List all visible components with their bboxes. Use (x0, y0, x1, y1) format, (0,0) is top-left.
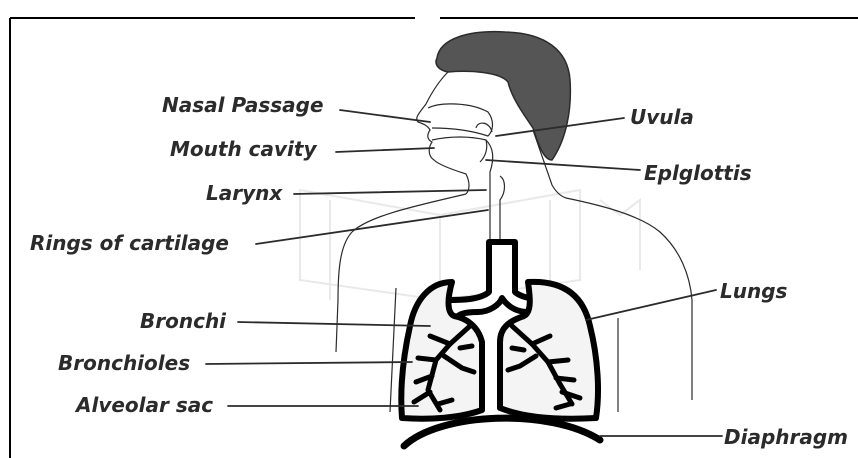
leader-epiglottis (486, 160, 640, 170)
label-larynx: Larynx (206, 181, 283, 205)
leader-nasal-passage (340, 110, 430, 122)
leader-mouth-cavity (336, 148, 434, 152)
leader-bronchi (238, 322, 430, 326)
label-epiglottis: Eplglottis (644, 161, 752, 185)
mouth-cavity (432, 137, 487, 162)
nasal-cavity (428, 104, 493, 136)
leader-bronchioles (206, 362, 412, 364)
leader-lungs (586, 290, 716, 320)
label-rings-of-cartilage: Rings of cartilage (30, 231, 229, 255)
throat (486, 140, 505, 240)
left-body-side (390, 288, 396, 412)
hair (436, 32, 570, 160)
leader-rings-of-cartilage (256, 210, 488, 244)
label-bronchi: Bronchi (140, 309, 227, 333)
face-profile (417, 72, 469, 194)
label-mouth-cavity: Mouth cavity (170, 137, 317, 161)
label-nasal-passage: Nasal Passage (162, 93, 324, 117)
watermark (300, 190, 640, 300)
uvula-shape (476, 123, 492, 132)
label-diaphragm: Diaphragm (724, 425, 848, 449)
diaphragm-arc (404, 418, 600, 446)
label-lungs: Lungs (720, 279, 788, 303)
label-bronchioles: Bronchioles (58, 351, 190, 375)
label-alveolar-sac: Alveolar sac (74, 393, 213, 417)
leader-larynx (294, 190, 486, 194)
label-uvula: Uvula (630, 105, 694, 129)
